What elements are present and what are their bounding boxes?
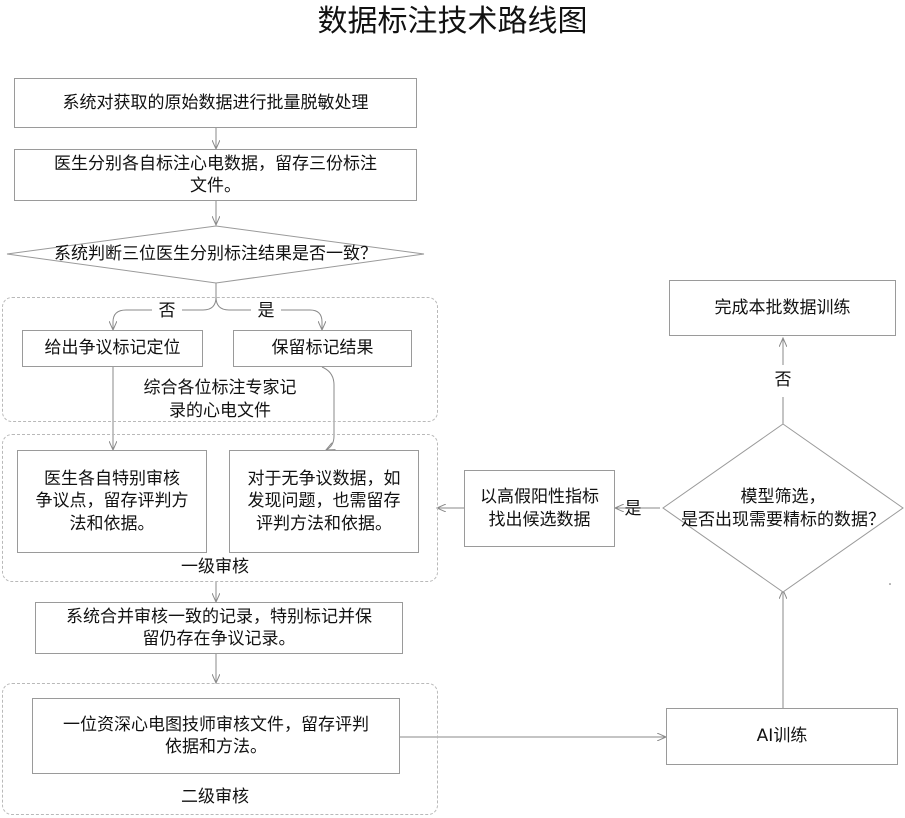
annotate-box: 医生分别各自标注心电数据，留存三份标注 文件。 <box>14 149 417 201</box>
ai-training-box: AI训练 <box>666 708 898 765</box>
screening-question: 模型筛选， 是否出现需要精标的数据？ <box>681 487 885 530</box>
consistency-question: 系统判断三位医生分别标注结果是否一致？ <box>54 244 377 264</box>
level1-label: 一级审核 <box>181 557 249 577</box>
edge-label-no-screening: 否 <box>774 370 792 390</box>
mark-dispute-box: 给出争议标记定位 <box>22 330 203 367</box>
region-level2-review <box>2 683 438 815</box>
merge-box: 系统合并审核一致的记录，特别标记并保 留仍存在争议记录。 <box>35 602 403 654</box>
senior-review-box: 一位资深心电图技师审核文件，留存评判 依据和方法。 <box>32 698 400 774</box>
consistency-diamond <box>6 225 425 284</box>
region-level1-review <box>2 434 438 582</box>
page-title: 数据标注技术路线图 <box>317 4 588 39</box>
stray-dot <box>889 583 891 585</box>
split-connector-right <box>215 296 322 330</box>
find-candidates-box: 以高假阳性指标 找出候选数据 <box>464 470 615 547</box>
summary-note: 综合各位标注专家记 录的心电文件 <box>143 378 297 421</box>
screening-diamond <box>662 423 904 593</box>
level2-label: 二级审核 <box>181 787 249 807</box>
review-no-dispute-box: 对于无争议数据，如 发现问题，也需留存 评判方法和依据。 <box>229 450 419 553</box>
arrow-keep-review <box>321 366 334 450</box>
desensitize-box: 系统对获取的原始数据进行批量脱敏处理 <box>14 78 417 128</box>
edge-label-yes-screening: 是 <box>624 499 642 519</box>
edge-label-no-left: 否 <box>152 300 182 323</box>
edge-label-yes-right: 是 <box>251 300 281 323</box>
keep-result-box: 保留标记结果 <box>233 330 412 367</box>
region-dispute-marking <box>2 297 438 422</box>
review-dispute-box: 医生各自特别审核 争议点，留存评判方 法和依据。 <box>17 450 207 553</box>
complete-training-box: 完成本批数据训练 <box>669 280 896 336</box>
